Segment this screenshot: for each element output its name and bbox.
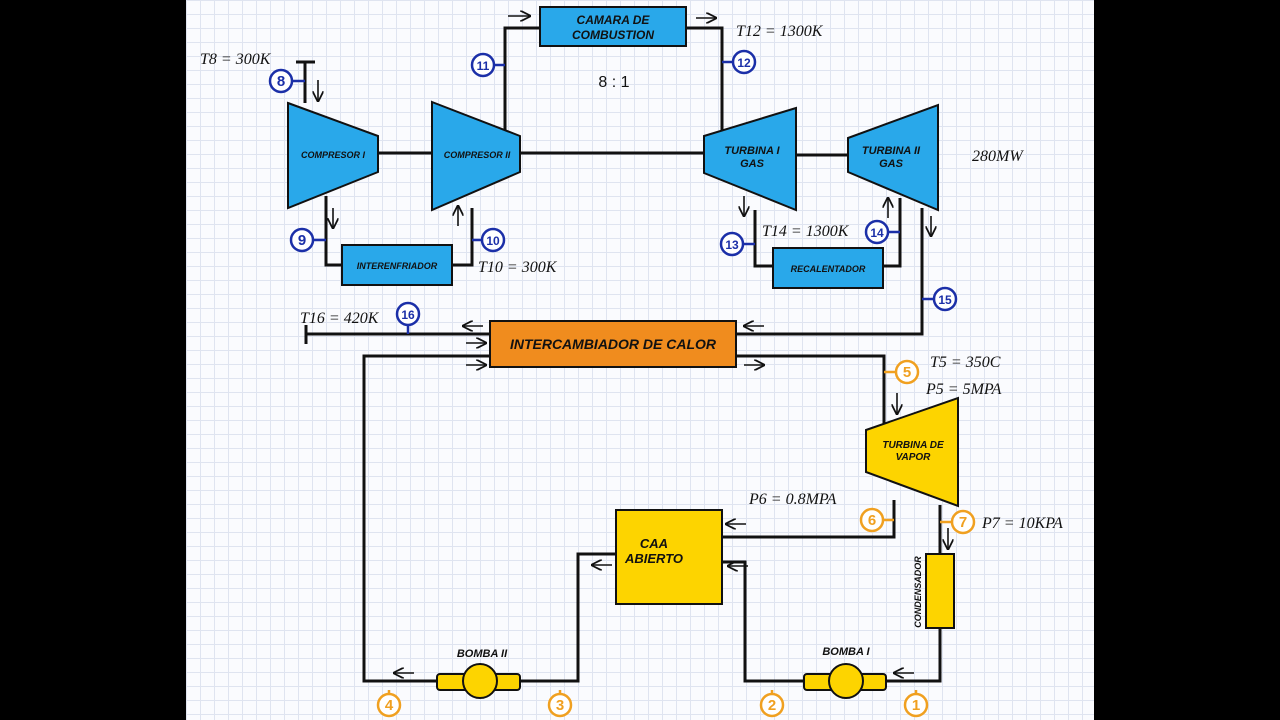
state-11-marker <box>470 52 496 78</box>
compressor-2 <box>431 100 521 212</box>
pump-1 <box>803 663 887 699</box>
state-13-label: 13 <box>725 238 739 252</box>
t16-annotation: T16 = 420K <box>300 310 380 327</box>
cycle-diagram: COMPRESOR I COMPRESOR II CAMARA DE COMBU… <box>200 6 1063 718</box>
gas-turbine-2-label-1: TURBINA II <box>862 145 921 157</box>
intercooler <box>341 244 453 286</box>
state-2-label: 2 <box>768 697 776 714</box>
state-4-label: 4 <box>385 697 394 714</box>
pump-2-label: BOMBA II <box>457 648 508 660</box>
state-10-label: 10 <box>486 234 500 248</box>
condenser-label: CONDENSADOR <box>913 556 923 628</box>
steam-turbine-label-2: VAPOR <box>896 452 932 463</box>
state-5-label: 5 <box>903 364 911 381</box>
state-6-label: 6 <box>868 512 876 529</box>
gas-turbine-1-label-2: GAS <box>740 158 765 170</box>
state-6-marker <box>859 507 885 533</box>
state-9-label: 9 <box>298 232 306 249</box>
power-annotation: 280MW <box>972 148 1024 165</box>
state-16-label: 16 <box>401 308 415 322</box>
heat-exchanger-label: INTERCAMBIADOR DE CALOR <box>510 336 717 352</box>
state-11-label: 11 <box>477 59 490 73</box>
steam-turbine <box>865 396 959 508</box>
steam-turbine-label-1: TURBINA DE <box>882 440 944 451</box>
pump-1-label: BOMBA I <box>822 646 870 658</box>
open-feedwater-heater <box>615 509 723 605</box>
state-3-label: 3 <box>556 697 564 714</box>
state-8-label: 8 <box>277 73 285 90</box>
state-2-marker <box>759 692 785 718</box>
open-feedwater-heater-label-1: CAA <box>640 536 668 551</box>
state-5-marker <box>894 359 920 385</box>
reheater-label: RECALENTADOR <box>791 264 866 274</box>
gas-turbine-1 <box>703 106 797 212</box>
gas-piping <box>296 26 924 344</box>
intercooler-label: INTERENFRIADOR <box>357 261 438 271</box>
state-14-marker <box>864 219 890 245</box>
state-1-label: 1 <box>912 697 920 714</box>
state-16-marker <box>395 301 421 327</box>
pump-2 <box>436 663 521 699</box>
combustion-chamber <box>539 6 687 47</box>
combustion-chamber-label-2: COMBUSTION <box>572 28 654 42</box>
t5-annotation: T5 = 350C <box>930 354 1001 371</box>
compressor-1-label: COMPRESOR I <box>301 150 366 160</box>
state-7-label: 7 <box>959 514 967 531</box>
state-4-marker <box>376 692 402 718</box>
state-10-marker <box>480 227 506 253</box>
reheater <box>772 247 884 289</box>
pressure-ratio: 8 : 1 <box>598 74 629 91</box>
compressor-1 <box>287 101 379 210</box>
state-9-marker <box>289 227 315 253</box>
heat-exchanger <box>489 320 737 368</box>
condenser <box>925 553 955 629</box>
state-15-marker <box>932 286 958 312</box>
state-12-label: 12 <box>737 56 751 70</box>
t8-annotation: T8 = 300K <box>200 51 272 68</box>
state-15-label: 15 <box>938 293 952 307</box>
state-3-marker <box>547 692 573 718</box>
state-8-marker <box>268 68 294 94</box>
t14-annotation: T14 = 1300K <box>762 223 850 240</box>
p6-annotation: P6 = 0.8MPA <box>748 491 837 508</box>
p5-annotation: P5 = 5MPA <box>925 381 1002 398</box>
flow-arrows <box>318 16 948 673</box>
diagram-sheet: COMPRESOR I COMPRESOR II CAMARA DE COMBU… <box>186 0 1094 720</box>
gas-turbine-2 <box>847 103 939 212</box>
state-1-marker <box>903 692 929 718</box>
t12-annotation: T12 = 1300K <box>736 23 824 40</box>
gas-turbine-2-label-2: GAS <box>879 158 904 170</box>
state-12-marker <box>731 49 757 75</box>
state-7-marker <box>950 509 976 535</box>
t10-annotation: T10 = 300K <box>478 259 558 276</box>
open-feedwater-heater-label-2: ABIERTO <box>624 551 683 566</box>
p7-annotation: P7 = 10KPA <box>981 515 1063 532</box>
combustion-chamber-label-1: CAMARA DE <box>577 13 651 27</box>
gas-turbine-1-label-1: TURBINA I <box>724 145 780 157</box>
state-13-marker <box>719 231 745 257</box>
compressor-2-label: COMPRESOR II <box>444 150 511 160</box>
state-14-label: 14 <box>870 226 884 240</box>
